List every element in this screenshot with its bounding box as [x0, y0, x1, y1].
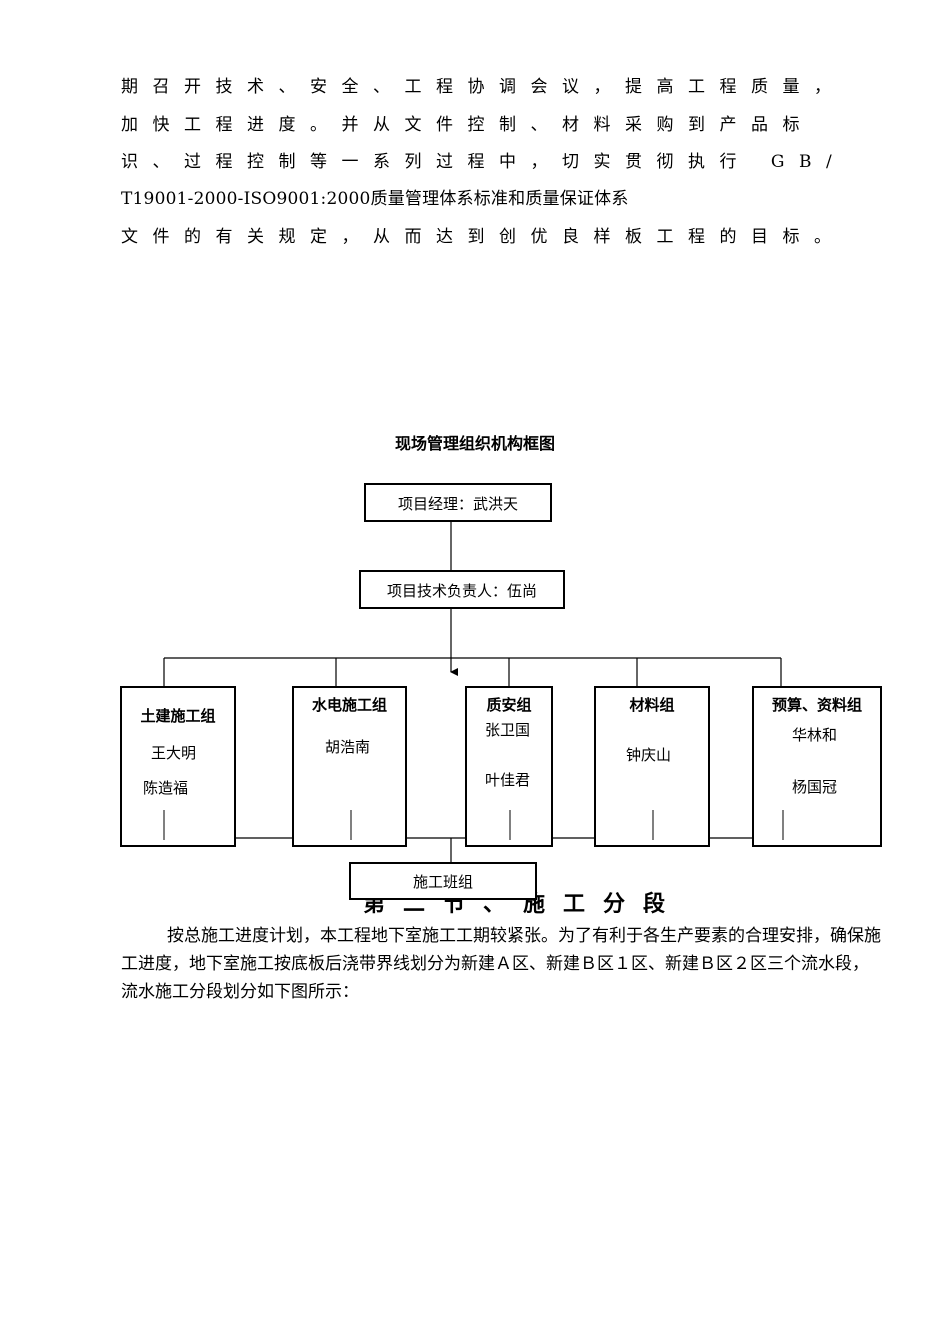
group-inner-stub [782, 810, 784, 840]
technical-lead-box: 项目技术负责人：伍尚 [359, 570, 565, 609]
group-inner-stub [163, 810, 165, 840]
group-box-civil: 土建施工组 王大明 陈造福 [120, 686, 236, 847]
group-member: 陈造福 [143, 779, 189, 797]
group-title-budget-docs: 预算、资料组 [771, 696, 862, 714]
construction-crew-label: 施工班组 [412, 873, 473, 891]
intro-line-3: 识、过程控制等一系列过程中，切实贯彻执行 GB/ [121, 152, 847, 172]
group-box-quality-safety: 质安组 张卫国 叶佳君 [465, 686, 553, 847]
group-member: 杨国冠 [792, 778, 838, 796]
intro-line-4: T19001-2000-ISO9001:2000质量管理体系标准和质量保证体系 [121, 188, 886, 210]
intro-line-4-text: T19001-2000-ISO9001:2000质量管理体系标准和质量保证体系 [121, 189, 629, 209]
intro-line-1: 期召开技术、安全、工程协调会议，提高工程质量， [121, 77, 846, 97]
group-member: 胡浩南 [325, 738, 371, 756]
group-box-mep: 水电施工组 胡浩南 [292, 686, 407, 847]
group-member: 华林和 [792, 726, 838, 744]
group-title-mep: 水电施工组 [311, 696, 387, 714]
section-paragraph: 按总施工进度计划，本工程地下室施工工期较紧张。为了有利于各生产要素的合理安排，确… [121, 926, 881, 1002]
group-title-quality-safety: 质安组 [486, 696, 532, 714]
group-inner-stub [652, 810, 654, 840]
project-manager-label: 项目经理：武洪天 [397, 495, 518, 513]
group-member: 张卫国 [485, 721, 531, 739]
intro-line-2: 加快工程进度。并从文件控制、材料采购到产品标 [121, 115, 814, 135]
technical-lead-label: 项目技术负责人：伍尚 [386, 582, 537, 600]
construction-crew-box: 施工班组 [349, 862, 537, 900]
org-chart-title: 现场管理组织机构框图 [394, 434, 555, 453]
group-inner-stub [509, 810, 511, 840]
group-member: 钟庆山 [626, 746, 672, 764]
group-title-civil: 土建施工组 [140, 707, 216, 725]
project-manager-box: 项目经理：武洪天 [364, 483, 552, 522]
group-title-materials: 材料组 [629, 696, 675, 714]
intro-line-5: 文件的有关规定，从而达到创优良样板工程的目标。 [121, 227, 846, 247]
group-box-budget-docs: 预算、资料组 华林和 杨国冠 [752, 686, 882, 847]
group-box-materials: 材料组 钟庆山 [594, 686, 710, 847]
group-inner-stub [350, 810, 352, 840]
group-member: 叶佳君 [485, 771, 531, 789]
group-member: 王大明 [151, 744, 197, 762]
